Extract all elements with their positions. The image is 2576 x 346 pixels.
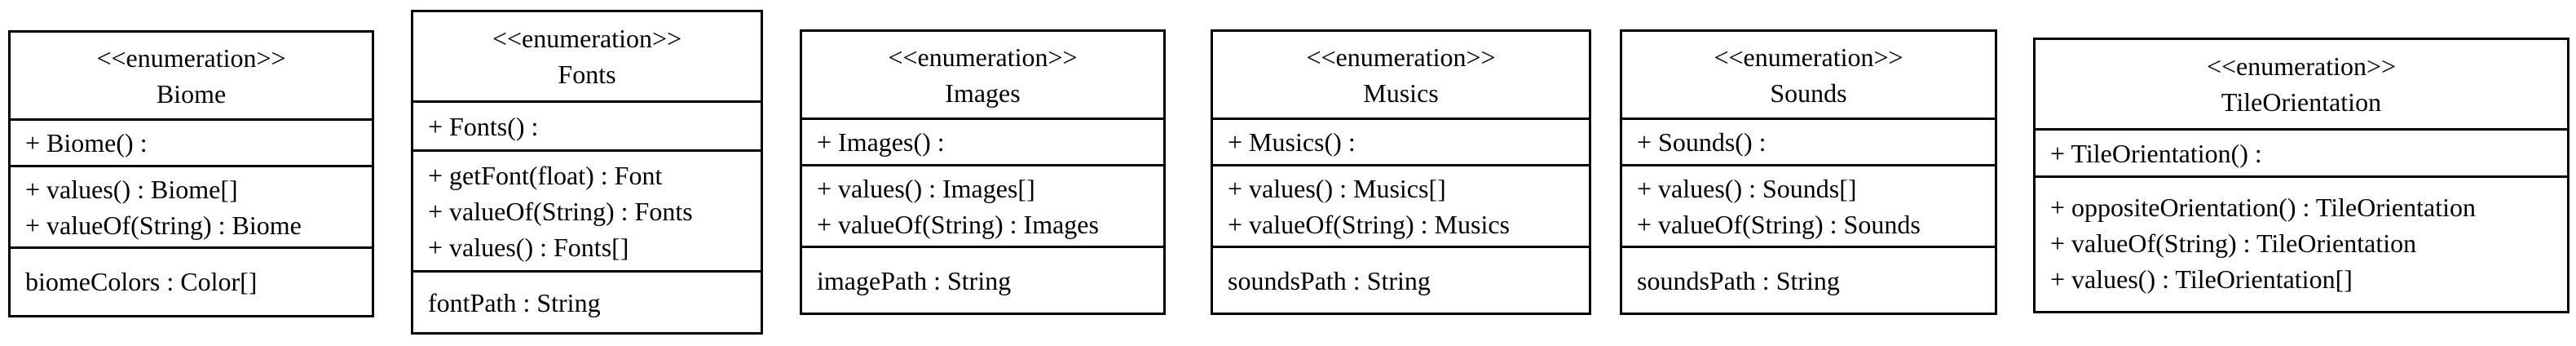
fields-section: soundsPath : String xyxy=(1622,248,1995,313)
stereotype-label: <<enumeration>> xyxy=(96,42,286,73)
constructor: + Musics() : xyxy=(1228,127,1356,157)
fields-section: imagePath : String xyxy=(802,248,1163,313)
class-box-tile-orientation: <<enumeration>> TileOrientation + TileOr… xyxy=(2033,38,2569,313)
class-header: <<enumeration>> Musics xyxy=(1213,32,1589,120)
class-box-biome: <<enumeration>> Biome + Biome() : + valu… xyxy=(8,30,374,317)
constructors-section: + Sounds() : xyxy=(1622,120,1995,166)
constructors-section: + TileOrientation() : xyxy=(2036,131,2567,178)
class-name: Biome xyxy=(156,78,227,109)
fields-section: soundsPath : String xyxy=(1213,248,1589,313)
method: + valueOf(String) : Biome xyxy=(25,210,302,240)
method: + valueOf(String) : Musics xyxy=(1228,209,1510,239)
constructor: + Sounds() : xyxy=(1637,127,1767,157)
methods-section: + oppositeOrientation() : TileOrientatio… xyxy=(2036,178,2567,308)
methods-section: + values() : Musics[] + valueOf(String) … xyxy=(1213,166,1589,248)
class-box-images: <<enumeration>> Images + Images() : + va… xyxy=(800,29,1166,315)
constructor: + Biome() : xyxy=(25,128,148,157)
constructors-section: + Biome() : xyxy=(11,121,372,167)
class-header: <<enumeration>> Biome xyxy=(11,33,372,121)
constructors-section: + Musics() : xyxy=(1213,120,1589,166)
constructor: + TileOrientation() : xyxy=(2050,138,2262,168)
class-name: Images xyxy=(945,78,1021,108)
method: + values() : Fonts[] xyxy=(428,232,629,262)
stereotype-label: <<enumeration>> xyxy=(492,24,682,53)
method: + valueOf(String) : Sounds xyxy=(1637,209,1921,239)
constructors-section: + Images() : xyxy=(802,120,1163,166)
constructor: + Images() : xyxy=(817,127,945,157)
class-box-musics: <<enumeration>> Musics + Musics() : + va… xyxy=(1211,29,1591,315)
method: + valueOf(String) : Fonts xyxy=(428,196,693,226)
field: biomeColors : Color[] xyxy=(25,267,258,296)
method: + oppositeOrientation() : TileOrientatio… xyxy=(2050,193,2476,222)
method: + values() : TileOrientation[] xyxy=(2050,264,2353,294)
method: + valueOf(String) : Images xyxy=(817,209,1099,239)
methods-section: + values() : Images[] + valueOf(String) … xyxy=(802,166,1163,248)
constructors-section: + Fonts() : xyxy=(413,103,761,152)
class-header: <<enumeration>> Fonts xyxy=(413,12,761,103)
method: + values() : Biome[] xyxy=(25,174,238,204)
class-name: TileOrientation xyxy=(2221,87,2382,117)
methods-section: + values() : Biome[] + valueOf(String) :… xyxy=(11,167,372,249)
field: soundsPath : String xyxy=(1637,265,1840,295)
method: + values() : Musics[] xyxy=(1228,173,1446,203)
class-header: <<enumeration>> TileOrientation xyxy=(2036,40,2567,131)
field: fontPath : String xyxy=(428,287,601,317)
class-name: Musics xyxy=(1363,78,1439,108)
constructor: + Fonts() : xyxy=(428,111,539,141)
stereotype-label: <<enumeration>> xyxy=(1306,42,1496,72)
class-name: Sounds xyxy=(1770,78,1847,108)
fields-section: fontPath : String xyxy=(413,273,761,332)
class-box-fonts: <<enumeration>> Fonts + Fonts() : + getF… xyxy=(411,10,763,335)
method: + valueOf(String) : TileOrientation xyxy=(2050,228,2417,258)
class-header: <<enumeration>> Images xyxy=(802,32,1163,120)
stereotype-label: <<enumeration>> xyxy=(888,42,1078,72)
stereotype-label: <<enumeration>> xyxy=(1714,42,1903,72)
class-name: Fonts xyxy=(558,60,616,89)
stereotype-label: <<enumeration>> xyxy=(2206,51,2397,81)
class-header: <<enumeration>> Sounds xyxy=(1622,32,1995,120)
class-box-sounds: <<enumeration>> Sounds + Sounds() : + va… xyxy=(1620,29,1997,315)
field: soundsPath : String xyxy=(1228,265,1431,295)
field: imagePath : String xyxy=(817,265,1012,295)
methods-section: + values() : Sounds[] + valueOf(String) … xyxy=(1622,166,1995,248)
method: + values() : Images[] xyxy=(817,173,1035,203)
fields-section: biomeColors : Color[] xyxy=(11,249,372,314)
method: + getFont(float) : Font xyxy=(428,160,663,190)
method: + values() : Sounds[] xyxy=(1637,173,1857,203)
methods-section: + getFont(float) : Font + valueOf(String… xyxy=(413,152,761,273)
